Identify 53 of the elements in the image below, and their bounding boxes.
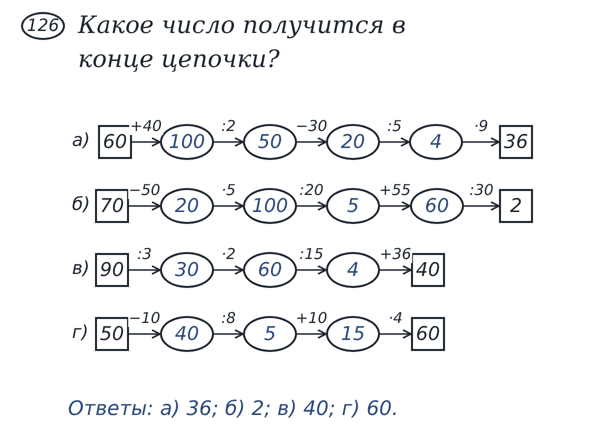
- number-box: 2: [499, 189, 533, 223]
- arrow: [132, 137, 161, 147]
- arrow: [297, 137, 327, 147]
- number-oval: 5: [243, 316, 297, 352]
- row-letter: а): [72, 130, 90, 151]
- arrow: [129, 329, 161, 339]
- number-oval: 5: [326, 188, 380, 224]
- number-box: 60: [98, 125, 132, 159]
- edge-label: −50: [128, 181, 162, 199]
- number-oval: 60: [410, 188, 464, 224]
- number-box: 60: [411, 317, 445, 351]
- number-oval: 4: [326, 252, 380, 288]
- number-box: 70: [95, 189, 129, 223]
- arrow: [380, 329, 412, 339]
- number-oval: 20: [160, 188, 214, 224]
- arrow: [463, 137, 500, 147]
- arrow: [297, 265, 327, 275]
- number-box: 50: [95, 317, 129, 351]
- arrow: [297, 201, 327, 211]
- number-box: 36: [499, 125, 533, 159]
- number-box: 40: [411, 253, 445, 287]
- number-oval: 60: [243, 252, 297, 288]
- number-oval: 40: [160, 316, 214, 352]
- row-letter: в): [72, 258, 90, 279]
- answer-text: Ответы: а) 36; б) 2; в) 40; г) 60.: [68, 396, 398, 420]
- number-oval: 100: [160, 124, 214, 160]
- number-oval: 50: [243, 124, 297, 160]
- edge-label: −10: [128, 309, 162, 327]
- arrow: [464, 201, 500, 211]
- number-oval: 20: [326, 124, 380, 160]
- arrow: [214, 265, 244, 275]
- number-oval: 100: [243, 188, 297, 224]
- row-letter: г): [72, 322, 88, 343]
- edge-label: +10: [294, 309, 328, 327]
- number-oval: 15: [326, 316, 380, 352]
- number-oval: 30: [160, 252, 214, 288]
- edge-label: +40: [129, 117, 163, 135]
- number-circle: 126: [21, 12, 65, 40]
- arrow: [380, 201, 411, 211]
- arrow: [129, 265, 161, 275]
- edge-label: −30: [294, 117, 328, 135]
- number-box: 90: [95, 253, 129, 287]
- title: Какое число получится в конце цепочки?: [78, 10, 407, 75]
- number-oval: 4: [409, 124, 463, 160]
- arrow: [214, 137, 244, 147]
- arrow: [380, 137, 410, 147]
- row-letter: б): [72, 194, 90, 215]
- edge-label: +36: [378, 245, 412, 263]
- arrow: [214, 201, 244, 211]
- arrow: [214, 329, 244, 339]
- arrow: [380, 265, 412, 275]
- arrow: [129, 201, 161, 211]
- arrow: [297, 329, 327, 339]
